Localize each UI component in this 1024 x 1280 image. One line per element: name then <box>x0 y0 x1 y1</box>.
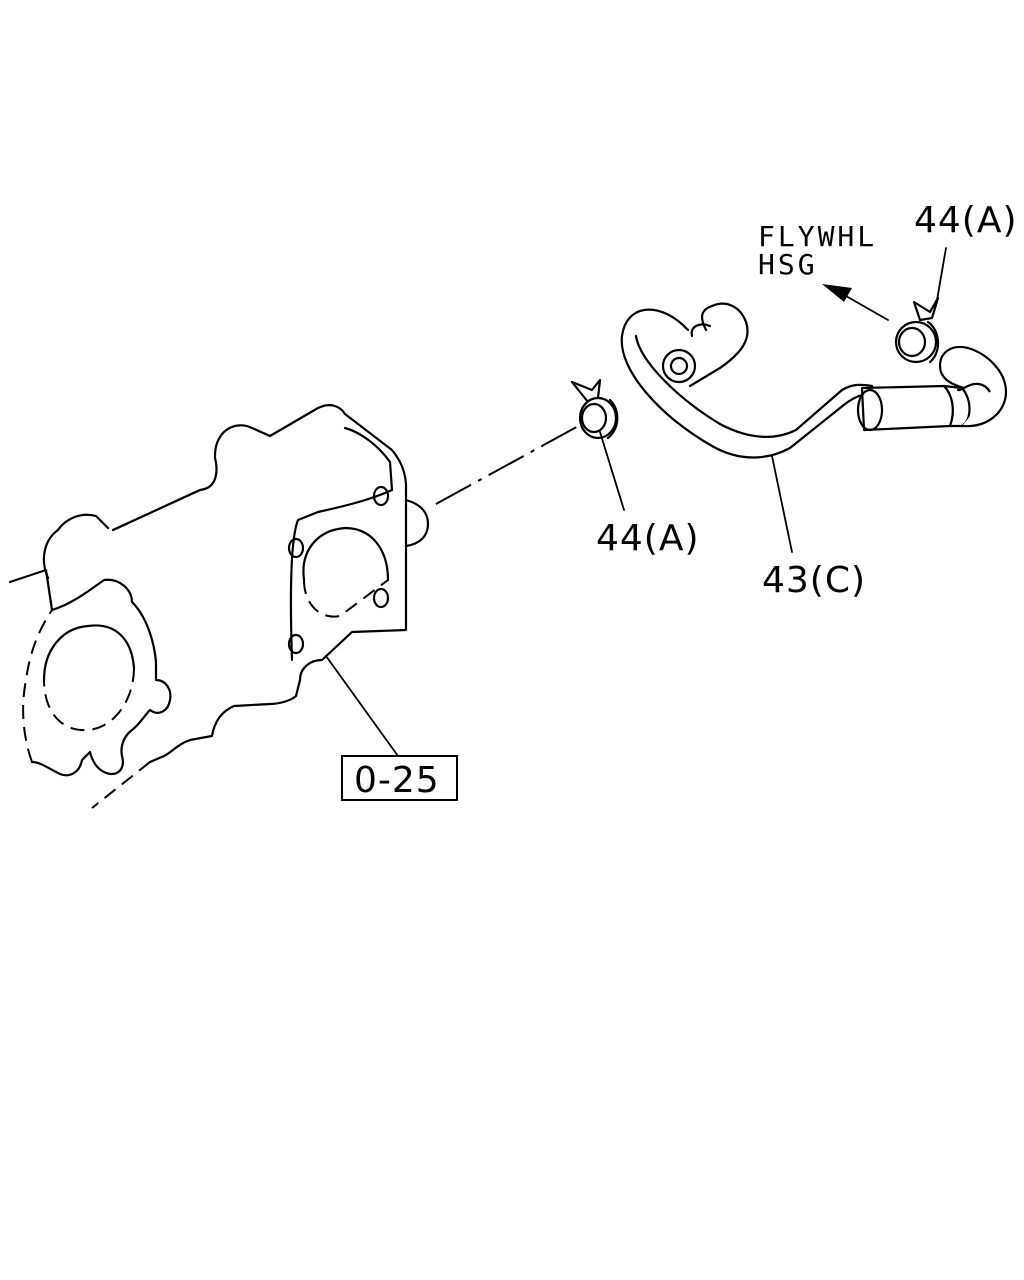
leader-clamp-mid <box>599 431 625 511</box>
direction-label-line2: HSG <box>758 248 818 281</box>
clamp-top-label: 44(A) <box>914 200 1018 241</box>
leader-ref-box <box>325 655 399 757</box>
reference-box-label: 0-25 <box>354 760 440 801</box>
hose-label: 43(C) <box>762 560 866 601</box>
leader-clamp-top <box>935 247 947 307</box>
engine-housing <box>8 404 430 809</box>
direction-arrow <box>822 284 889 321</box>
centerline <box>435 423 583 505</box>
direction-label-line1: FLYWHL <box>758 220 877 253</box>
hose-clamp-middle <box>570 378 619 440</box>
clamp-mid-label: 44(A) <box>596 518 700 559</box>
reference-box[interactable]: 0-25 <box>341 755 458 801</box>
coolant-hose <box>620 302 1008 459</box>
hose-clamp-top <box>894 296 940 364</box>
leader-hose <box>771 455 793 553</box>
